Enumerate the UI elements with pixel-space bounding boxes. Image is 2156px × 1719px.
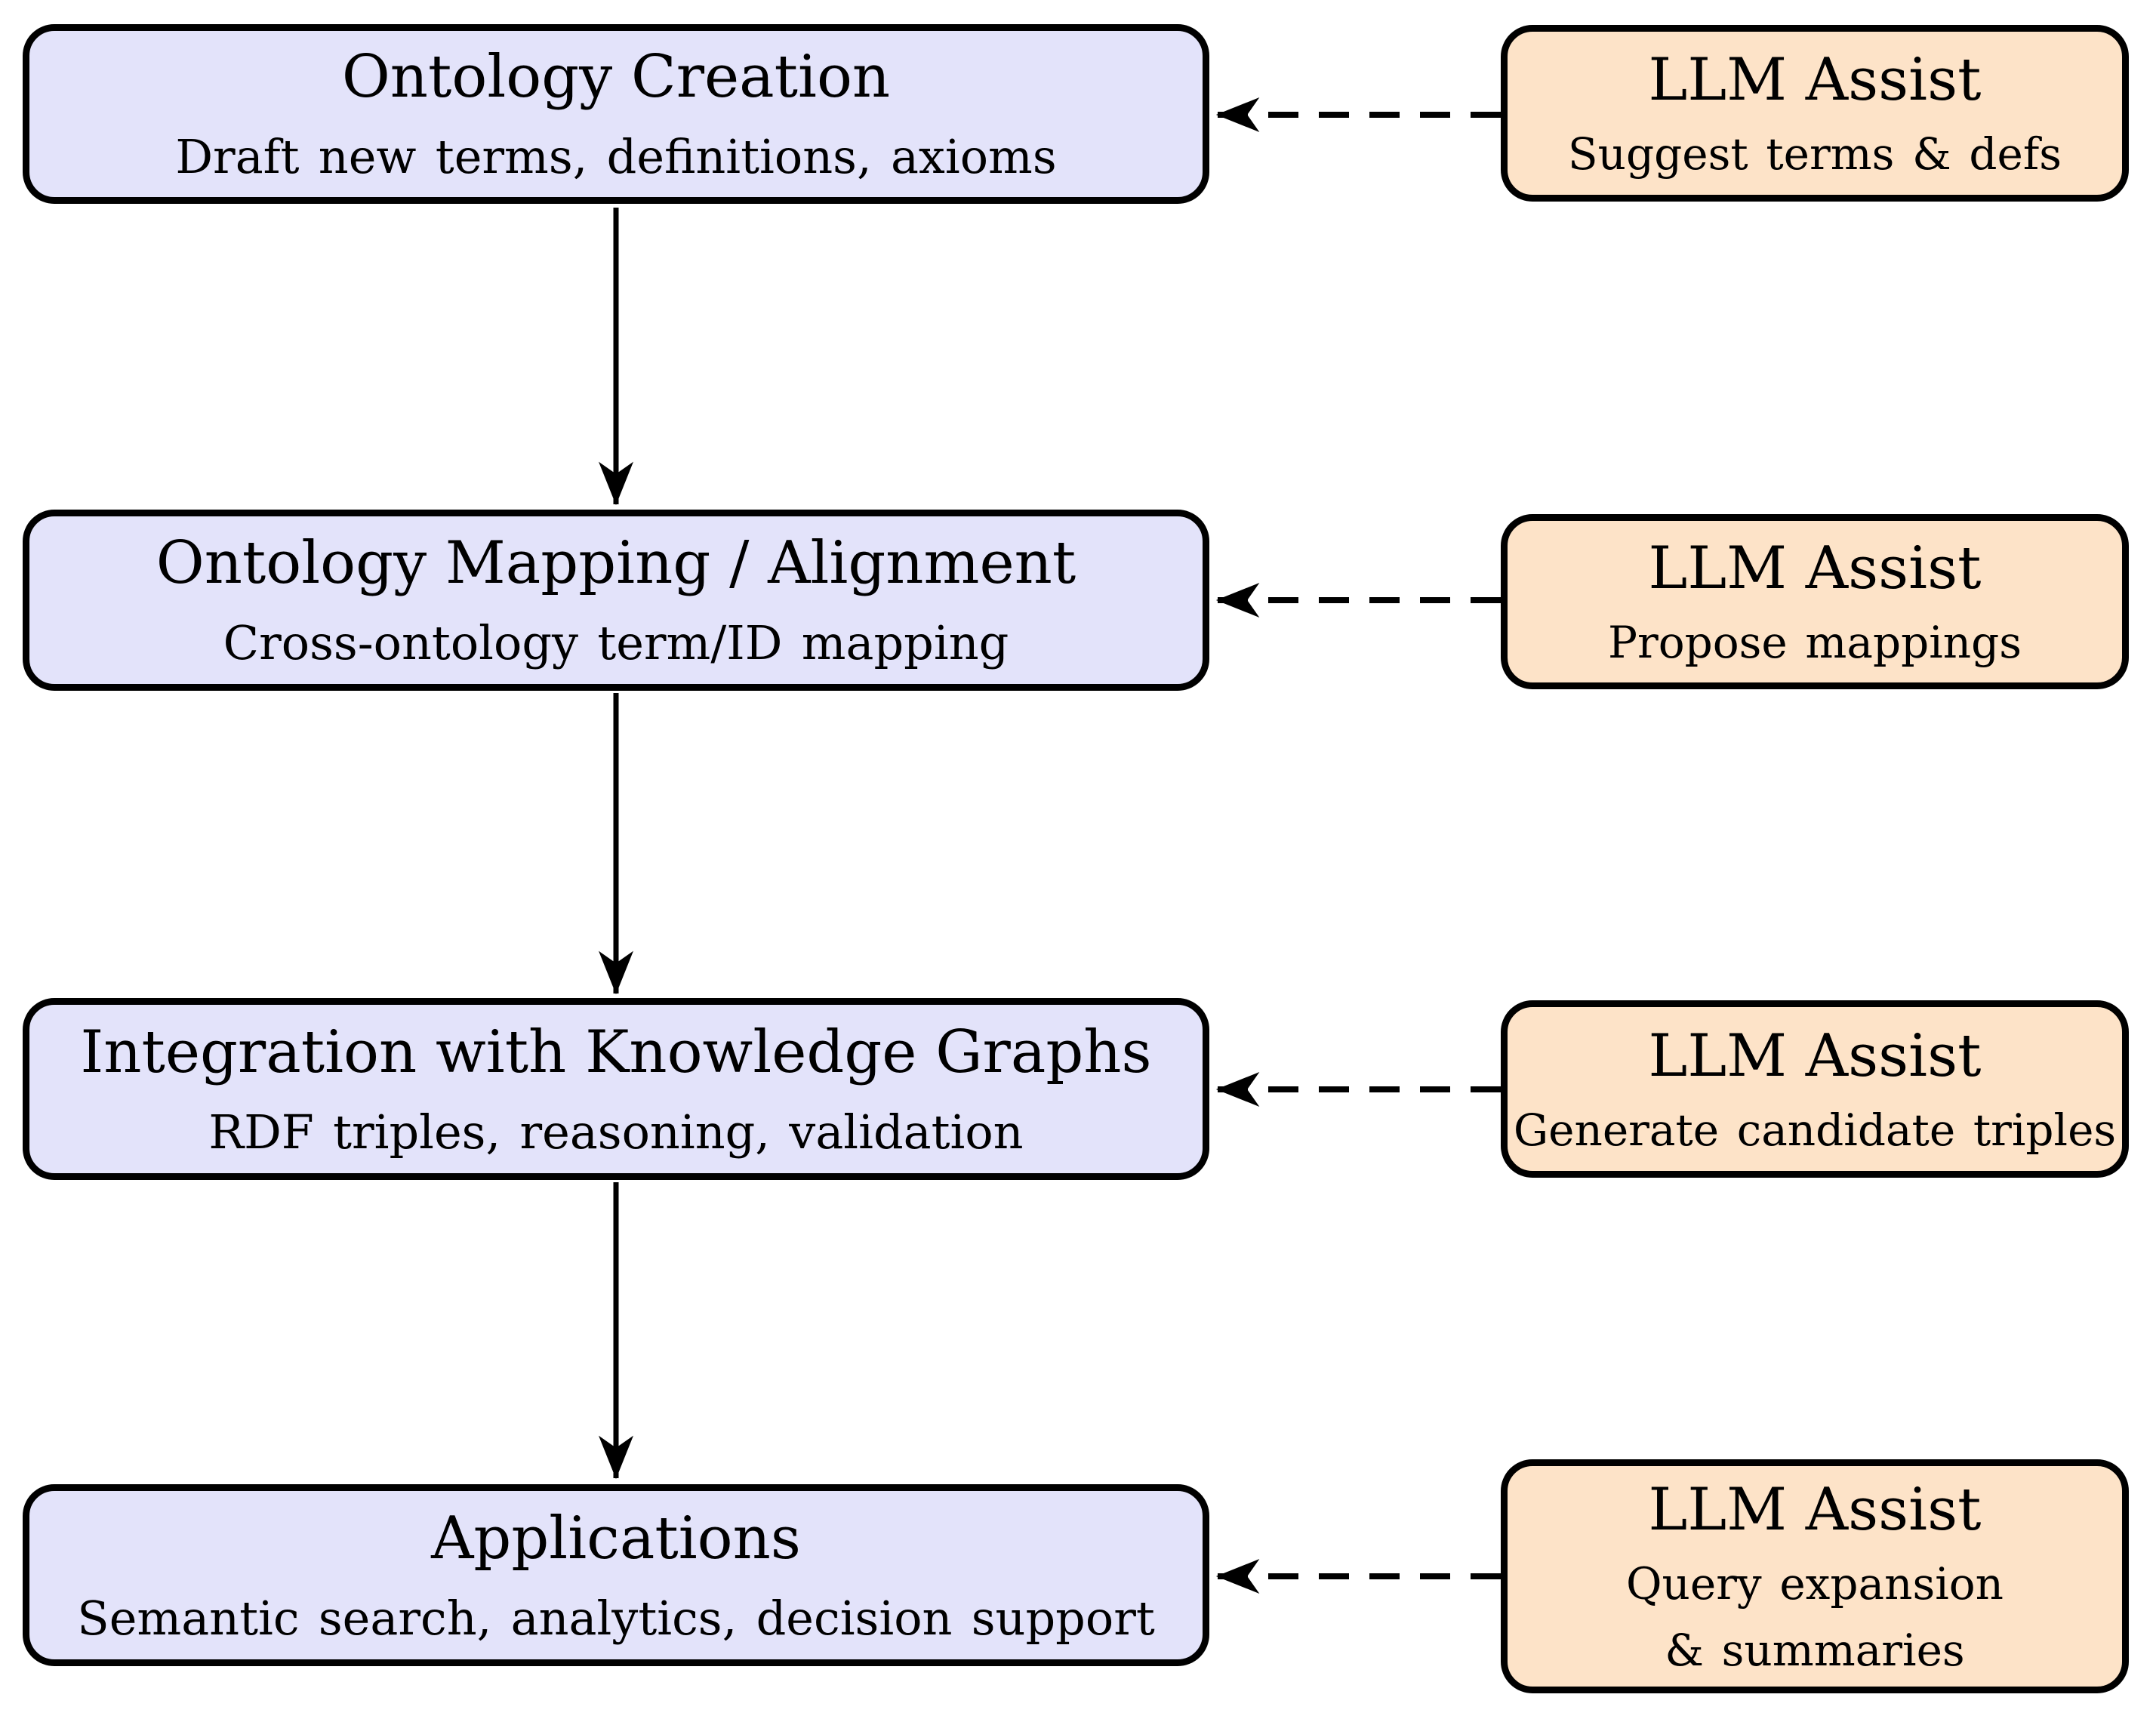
node-title: Ontology Mapping / Alignment [156,529,1076,597]
node-title: Integration with Knowledge Graphs [80,1018,1152,1086]
node-title: LLM Assist [1648,534,1982,602]
assist-node-generate-triples: LLM Assist Generate candidate triples [1501,1000,2129,1178]
node-title: Applications [431,1504,801,1573]
node-title: LLM Assist [1648,46,1982,114]
assist-node-suggest-terms: LLM Assist Suggest terms & defs [1501,25,2129,202]
node-subtitle: RDF triples, reasoning, validation [208,1104,1024,1160]
node-subtitle: Draft new terms, definitions, axioms [175,129,1057,184]
assist-node-query-expansion: LLM Assist Query expansion & summaries [1501,1459,2129,1693]
node-subtitle: & summaries [1665,1625,1965,1676]
process-node-ontology-mapping: Ontology Mapping / Alignment Cross-ontol… [23,510,1209,691]
node-subtitle: Semantic search, analytics, decision sup… [77,1590,1155,1646]
assist-node-propose-mappings: LLM Assist Propose mappings [1501,514,2129,689]
node-title: Ontology Creation [341,43,891,111]
node-subtitle: Propose mappings [1607,617,2022,668]
node-subtitle: Suggest terms & defs [1567,128,2062,180]
node-title: LLM Assist [1648,1476,1982,1544]
node-subtitle: Query expansion [1625,1558,2004,1610]
process-node-ontology-creation: Ontology Creation Draft new terms, defin… [23,24,1209,204]
node-subtitle: Generate candidate triples [1513,1104,2117,1156]
process-node-applications: Applications Semantic search, analytics,… [23,1484,1209,1666]
node-title: LLM Assist [1648,1021,1982,1090]
process-node-kg-integration: Integration with Knowledge Graphs RDF tr… [23,998,1209,1180]
node-subtitle: Cross-ontology term/ID mapping [223,615,1009,670]
